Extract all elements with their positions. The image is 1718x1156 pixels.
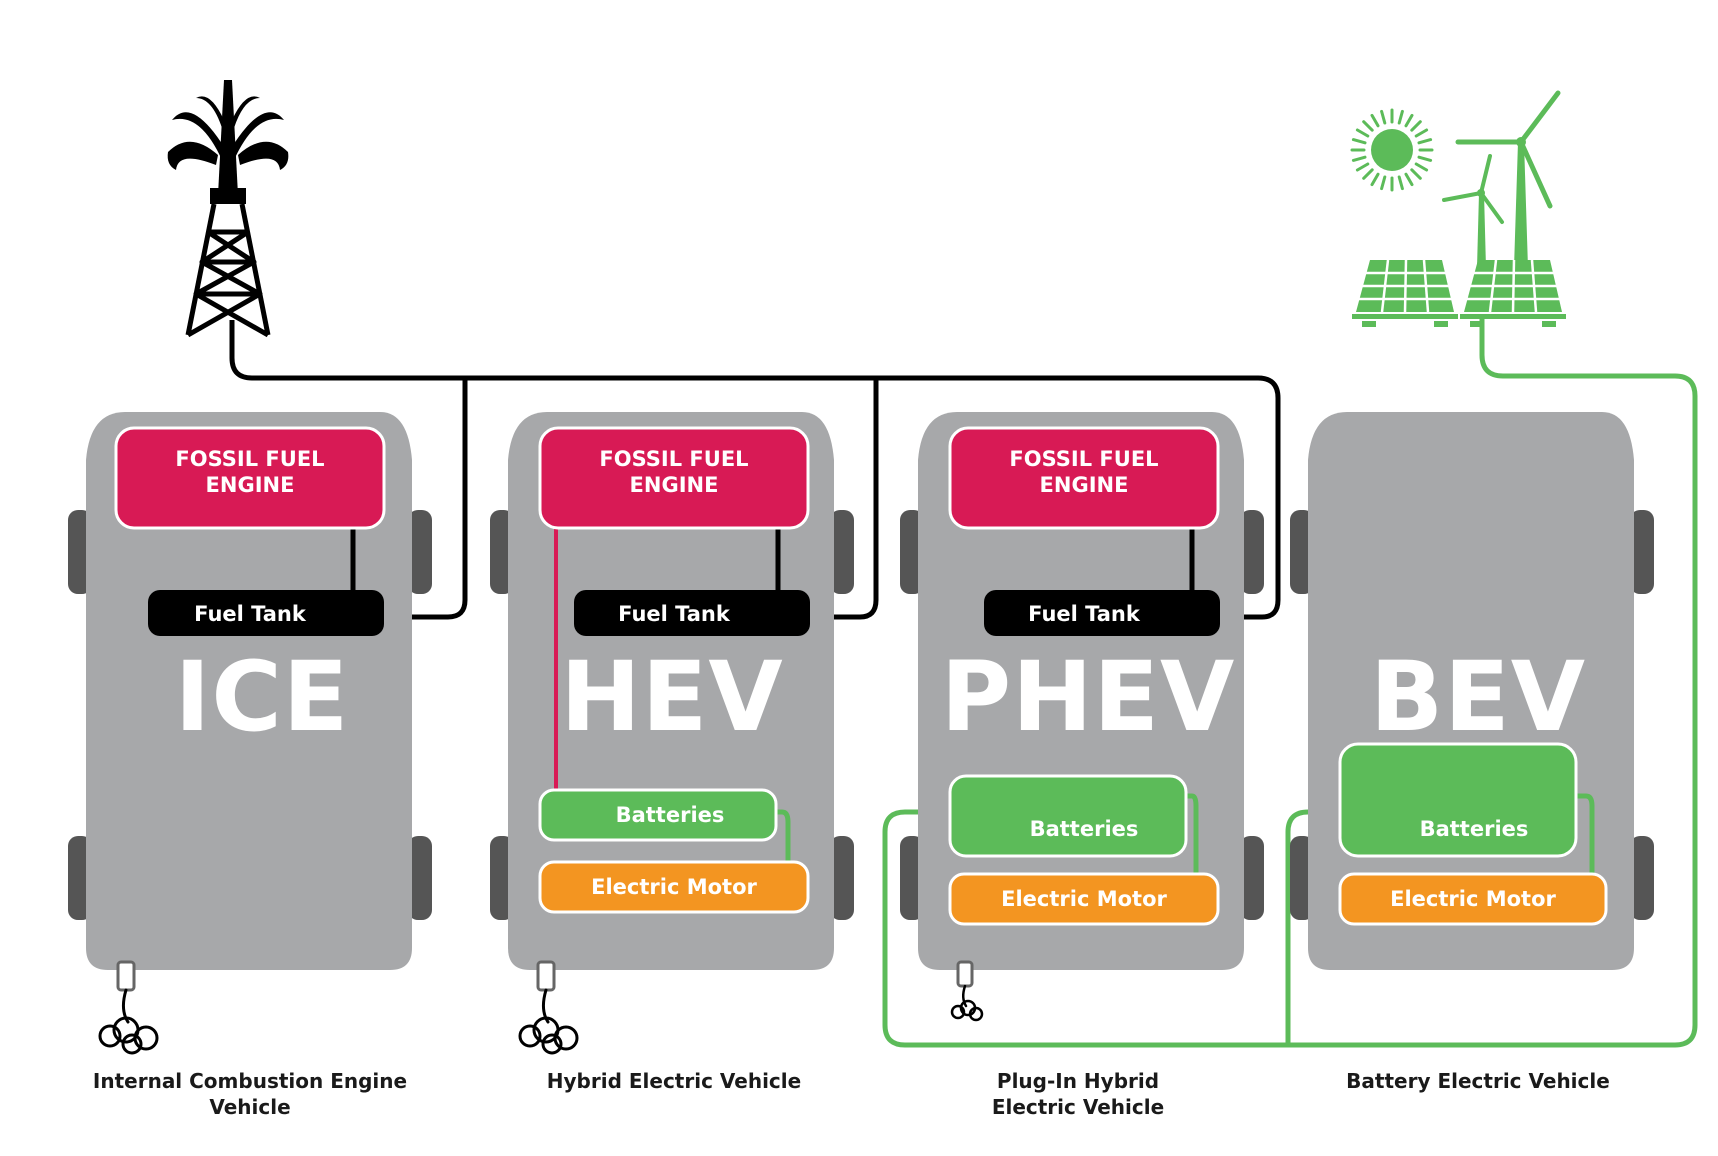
- vehicle-hev: FOSSIL FUEL ENGINE Fuel Tank HEV Batteri…: [490, 412, 854, 1093]
- vehicle-caption-line1: Hybrid Electric Vehicle: [547, 1069, 801, 1093]
- batteries-box: [948, 774, 1188, 858]
- exhaust-pipe: [116, 960, 136, 992]
- exhaust-smoke-icon: [950, 984, 984, 1022]
- engine-label-line1: FOSSIL FUEL: [1009, 447, 1158, 471]
- batteries-box: [538, 788, 778, 842]
- solar-panel-icon: [1352, 259, 1458, 327]
- fossil-fuel-engine-box: [114, 426, 386, 530]
- sun-ray: [1414, 162, 1429, 172]
- wind-turbine-icon: [1455, 90, 1561, 268]
- batteries-label: Batteries: [1420, 817, 1529, 841]
- grid-trunk: [882, 318, 1698, 1048]
- electric-motor-box: [538, 860, 810, 914]
- car-body: [86, 412, 412, 970]
- batteries-box: [1338, 742, 1578, 858]
- vehicle-code: HEV: [560, 641, 783, 753]
- wind-turbine-icon: [1442, 154, 1504, 268]
- grid-branch-bev: [1285, 809, 1345, 1045]
- sun-ray: [1417, 155, 1433, 162]
- sun-ray: [1410, 120, 1422, 132]
- fuel-tank-label: Fuel Tank: [1028, 602, 1141, 626]
- sun-ray: [1351, 155, 1367, 162]
- sun-ray: [1417, 138, 1433, 145]
- engine-label-line2: ENGINE: [630, 473, 719, 497]
- sun-ray: [1380, 109, 1387, 125]
- sun-ray: [1414, 128, 1429, 138]
- fuel-tank-label: Fuel Tank: [618, 602, 731, 626]
- sun-ray: [1404, 113, 1414, 128]
- electric-motor-label: Electric Motor: [1001, 887, 1167, 911]
- sun-ray: [1370, 113, 1380, 128]
- fuel-tank-box: [984, 590, 1220, 636]
- vehicle-phev: FOSSIL FUEL ENGINE Fuel Tank PHEV Batter…: [900, 412, 1264, 1119]
- vehicle-code: ICE: [175, 641, 350, 753]
- exhaust-pipe: [956, 960, 974, 988]
- electric-motor-label: Electric Motor: [591, 875, 757, 899]
- sun-ray: [1351, 138, 1367, 145]
- pipeline-trunk: [229, 320, 1281, 620]
- sun-icon: [1350, 108, 1434, 192]
- engine-label-line2: ENGINE: [206, 473, 295, 497]
- pipeline-branch-ice: [385, 378, 468, 620]
- renewable-grid-line: [882, 318, 1698, 1048]
- electric-motor-label: Electric Motor: [1390, 887, 1556, 911]
- vehicle-caption-line1: Plug-In Hybrid: [997, 1069, 1159, 1093]
- engine-label-line2: ENGINE: [1040, 473, 1129, 497]
- vehicle-caption-line1: Battery Electric Vehicle: [1346, 1069, 1610, 1093]
- sun-ray: [1397, 109, 1404, 125]
- exhaust-smoke-icon: [518, 988, 579, 1055]
- vehicle-caption-line1: Internal Combustion Engine: [93, 1069, 407, 1093]
- vehicle-caption-line2: Vehicle: [209, 1095, 290, 1119]
- sun-ray: [1355, 128, 1370, 138]
- engine-label-line1: FOSSIL FUEL: [599, 447, 748, 471]
- batteries-label: Batteries: [1030, 817, 1139, 841]
- exhaust-pipe: [536, 960, 556, 992]
- sun-ray: [1362, 120, 1374, 132]
- pipeline-branch-hev: [810, 378, 879, 620]
- sun-ray: [1355, 162, 1370, 172]
- engine-label-line1: FOSSIL FUEL: [175, 447, 324, 471]
- fossil-fuel-engine-box: [948, 426, 1220, 530]
- electric-motor-box: [948, 872, 1220, 926]
- vehicle-ice: FOSSIL FUEL ENGINE Fuel Tank ICE Interna…: [68, 412, 432, 1119]
- fuel-tank-box: [574, 590, 810, 636]
- vehicle-bev: BEV Batteries Electric Motor Battery Ele…: [1290, 412, 1654, 1093]
- fossil-fuel-engine-box: [538, 426, 810, 530]
- sun-ray: [1397, 175, 1404, 191]
- vehicle-code: PHEV: [941, 641, 1236, 753]
- sun-ray: [1404, 172, 1414, 187]
- fuel-tank-label: Fuel Tank: [194, 602, 307, 626]
- exhaust-smoke-icon: [98, 988, 159, 1055]
- sun-ray: [1362, 168, 1374, 180]
- sun-ray: [1410, 168, 1422, 180]
- batteries-label: Batteries: [616, 803, 725, 827]
- solar-panel-icon: [1460, 259, 1566, 327]
- oil-derrick-icon: [167, 80, 289, 338]
- electric-motor-box: [1338, 872, 1608, 926]
- fuel-tank-box: [148, 590, 384, 636]
- sun-ray: [1370, 172, 1380, 187]
- fossil-fuel-pipeline: [229, 320, 1281, 620]
- vehicle-caption-line2: Electric Vehicle: [992, 1095, 1164, 1119]
- vehicle-code: BEV: [1370, 641, 1586, 753]
- sun-ray: [1380, 175, 1387, 191]
